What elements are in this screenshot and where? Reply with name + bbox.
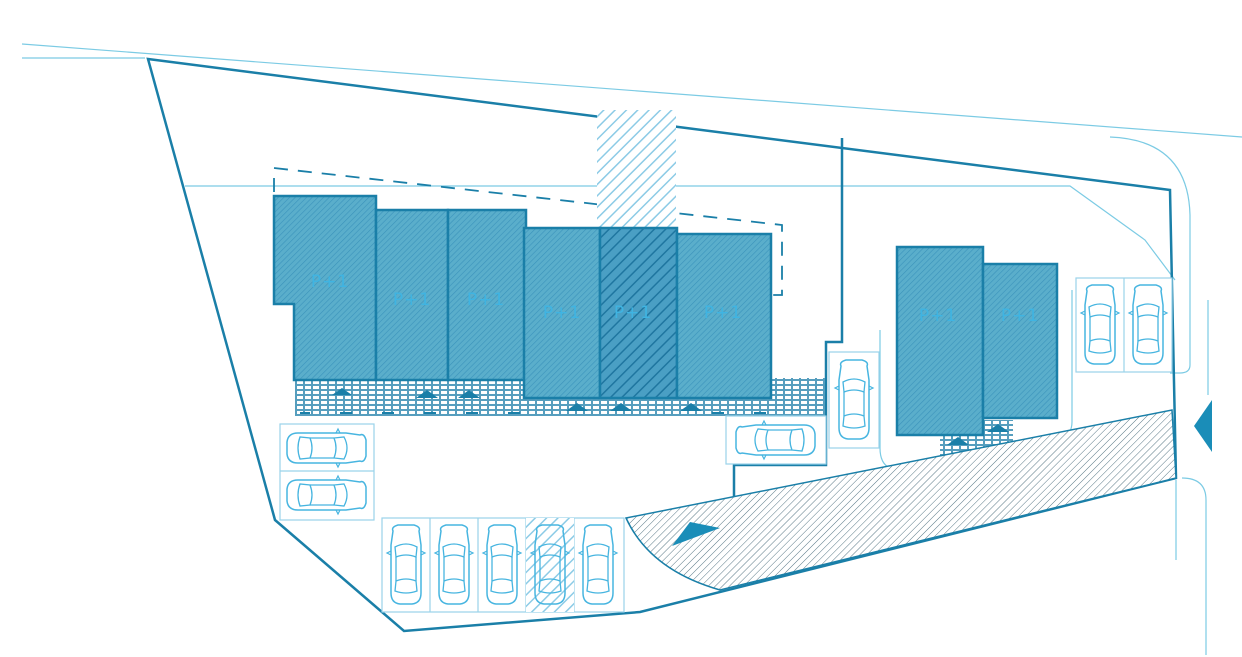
site-boundary bbox=[146, 57, 1178, 633]
entry-triangle-icon bbox=[332, 388, 352, 395]
entry-triangle-icon bbox=[987, 424, 1009, 432]
parking-bottom bbox=[381, 517, 625, 613]
building-label: P+1 bbox=[467, 290, 505, 310]
building-b6 bbox=[675, 232, 773, 400]
parking-left bbox=[279, 423, 375, 521]
building-label: P+1 bbox=[614, 303, 652, 323]
building-b8 bbox=[981, 262, 1059, 420]
entry-triangle-icon bbox=[416, 390, 438, 398]
building-b4 bbox=[522, 226, 602, 400]
accessible-parking-space bbox=[526, 518, 574, 612]
building-label: P+1 bbox=[543, 303, 581, 323]
building-b3 bbox=[446, 208, 528, 382]
building-label: P+1 bbox=[704, 303, 742, 323]
building-label: P+1 bbox=[393, 290, 431, 310]
entry-triangle-icon bbox=[610, 403, 632, 411]
buildings bbox=[272, 194, 1059, 437]
building-b1 bbox=[272, 194, 378, 382]
building-label: P+1 bbox=[1001, 306, 1039, 326]
entry-markers bbox=[332, 388, 1009, 445]
parking-right bbox=[1075, 277, 1173, 373]
building-b5 bbox=[598, 226, 679, 400]
entry-triangle-icon bbox=[458, 390, 480, 398]
entrance-arrow-icon bbox=[1194, 400, 1212, 452]
entry-triangle-icon bbox=[680, 403, 702, 411]
access-road bbox=[624, 409, 1177, 591]
entry-triangle-icon bbox=[566, 403, 588, 411]
building-b7 bbox=[895, 245, 985, 437]
setback-dashed-line bbox=[273, 166, 783, 296]
parking-middle bbox=[725, 415, 827, 465]
building-label: P+1 bbox=[311, 272, 349, 292]
entry-triangle-icon bbox=[947, 437, 969, 445]
access-arrow-icon bbox=[672, 522, 720, 546]
access-corridor bbox=[597, 110, 676, 228]
building-label: P+1 bbox=[919, 306, 957, 326]
parking-middle-vertical bbox=[828, 351, 880, 449]
